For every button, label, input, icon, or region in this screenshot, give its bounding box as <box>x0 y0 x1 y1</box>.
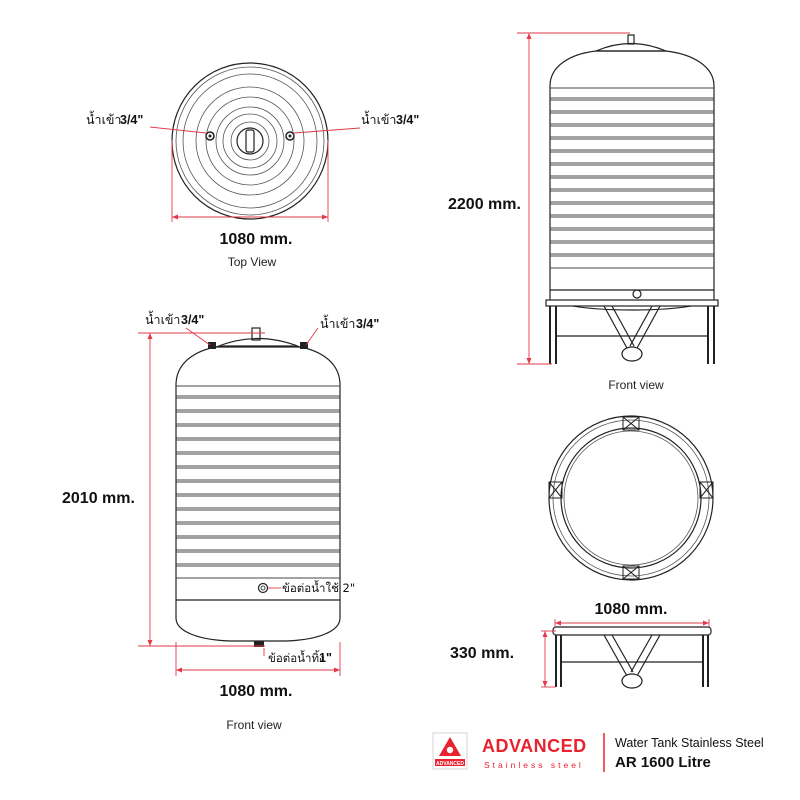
brand-block: ADVANCED ADVANCED Stainless steel Water … <box>432 732 764 772</box>
top-inlet-left-size: 3/4" <box>120 113 143 127</box>
front-inlet-right-label: น้ำเข้า <box>320 314 355 331</box>
product-line: Water Tank Stainless Steel <box>615 736 764 750</box>
outlet-fitting <box>257 582 269 594</box>
stand-width-dimension: 1080 mm. <box>595 601 668 618</box>
front-inlet-left-label: น้ำเข้า <box>145 310 180 327</box>
stand-ring-top-view <box>548 415 714 581</box>
top-inlet-left-label: น้ำเข้า <box>86 110 121 127</box>
stand-ring-inner <box>560 427 702 569</box>
stand-top-ring <box>545 299 719 307</box>
front-left-caption: Front view <box>226 718 282 732</box>
front-inlet-right-size: 3/4" <box>356 317 379 331</box>
front-left-height-dimension: 2010 mm. <box>62 490 135 507</box>
stand-ring-outer <box>548 415 714 581</box>
tank-top-dome <box>549 50 715 87</box>
tank-bottom-dome <box>175 600 341 642</box>
front-right-height-dimension: 2200 mm. <box>448 196 521 213</box>
logo-triangle-icon <box>439 737 461 756</box>
stand-top-ring-side <box>552 626 712 636</box>
front-view-left: ข้อต่อน้ำใช้ 2" ข้อต่อน้ำทิ้ง 1" น้ำเข้า… <box>62 310 379 732</box>
manhole-cap <box>236 127 264 155</box>
outlet-label: ข้อต่อน้ำใช้ 2" <box>282 580 355 595</box>
model-name: AR 1600 Litre <box>615 754 711 771</box>
front-inlet-left-size: 3/4" <box>181 313 204 327</box>
logo-text: ADVANCED <box>436 761 464 767</box>
top-view-caption: Top View <box>228 255 277 269</box>
tank-top-dome <box>175 345 341 386</box>
cap-handle-icon <box>245 129 255 153</box>
front-right-caption: Front view <box>608 378 664 392</box>
front-left-width-dimension: 1080 mm. <box>220 683 293 700</box>
brand-tagline: Stainless steel <box>484 760 584 770</box>
stand-side-view: 1080 mm. 330 mm. <box>450 601 712 689</box>
drain-label: ข้อต่อน้ำทิ้ง <box>268 650 325 665</box>
top-inlet-right-label: น้ำเข้า <box>361 110 396 127</box>
front-view-right: 2200 mm. Front view <box>448 32 719 392</box>
top-width-dimension: 1080 mm. <box>220 231 293 248</box>
drain-size: 1" <box>319 651 332 665</box>
drain-fitting <box>254 641 264 647</box>
corrugation-ribs <box>176 385 340 579</box>
top-inlet-right-size: 3/4" <box>396 113 419 127</box>
top-view: น้ำเข้า 3/4" น้ำเข้า 3/4" 1080 mm. Top V… <box>86 62 419 269</box>
brand-name: ADVANCED <box>482 736 587 756</box>
corrugation-ribs <box>550 87 714 269</box>
stand-height-dimension: 330 mm. <box>450 645 514 662</box>
